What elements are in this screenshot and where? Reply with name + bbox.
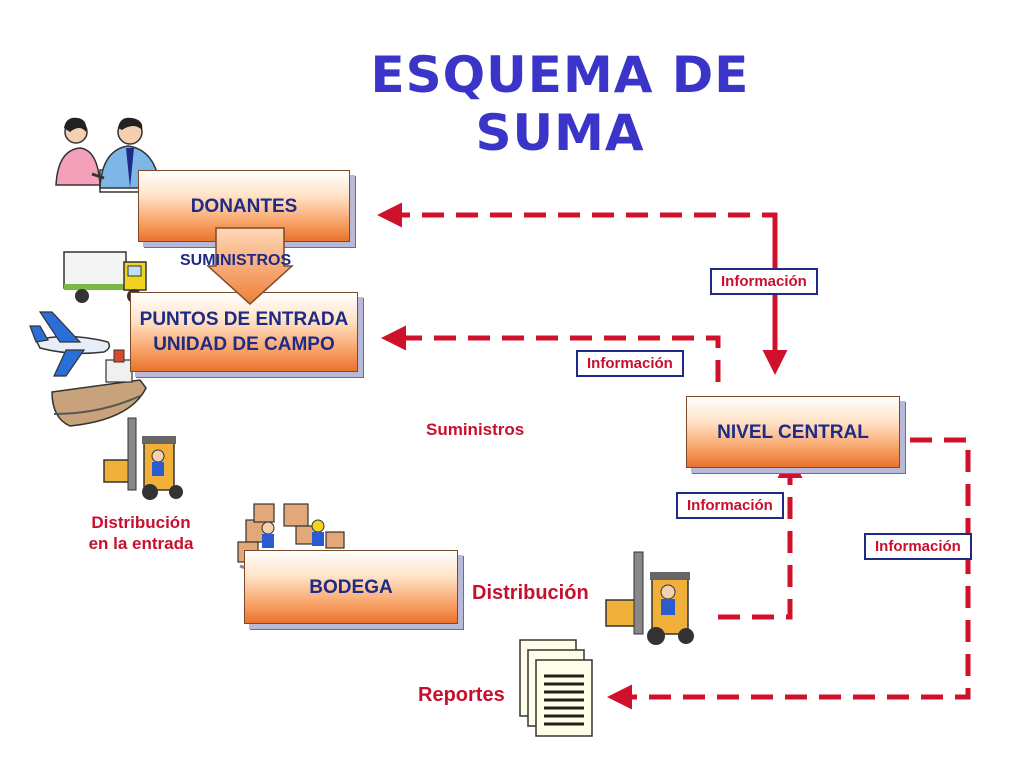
bodega-box: BODEGA [244,550,458,624]
connector-to-puntos [381,325,721,382]
ship-icon [51,349,147,427]
distribucion-label: Distribución [472,582,589,604]
puntos-label-line1: PUNTOS DE ENTRADA [139,309,349,330]
page-title: ESQUEMA DE SUMA [370,46,750,162]
distribucion-entrada-line1: Distribución [91,513,191,532]
nivel-central-box: NIVEL CENTRAL [686,396,900,468]
nivel-central-label: NIVEL CENTRAL [717,421,869,443]
connector-forklift-to-nivel [718,453,803,620]
forklift-icon-entrada [103,417,183,500]
distribucion-entrada-label: Distribución en la entrada [66,512,216,554]
distribucion-entrada-line2: en la entrada [88,534,194,553]
donantes-label: DONANTES [190,195,298,217]
puntos-label-line2: UNIDAD DE CAMPO [153,334,335,355]
airplane-icon [29,311,111,377]
suministros-down-arrow [206,227,294,306]
info-box-3: Información [676,492,784,519]
bodega-label: BODEGA [309,576,393,598]
info-box-1: Información [710,268,818,295]
info-box-4: Información [864,533,972,560]
forklift-icon-distribucion [605,551,694,645]
documents-icon [519,639,593,737]
truck-icon [63,251,147,303]
connector-nivel-to-reportes [607,437,971,710]
reportes-label: Reportes [418,684,505,706]
suministros-caps-label: SUMINISTROS [180,252,292,269]
info-box-2: Información [576,350,684,377]
suministros-label: Suministros [426,420,525,439]
